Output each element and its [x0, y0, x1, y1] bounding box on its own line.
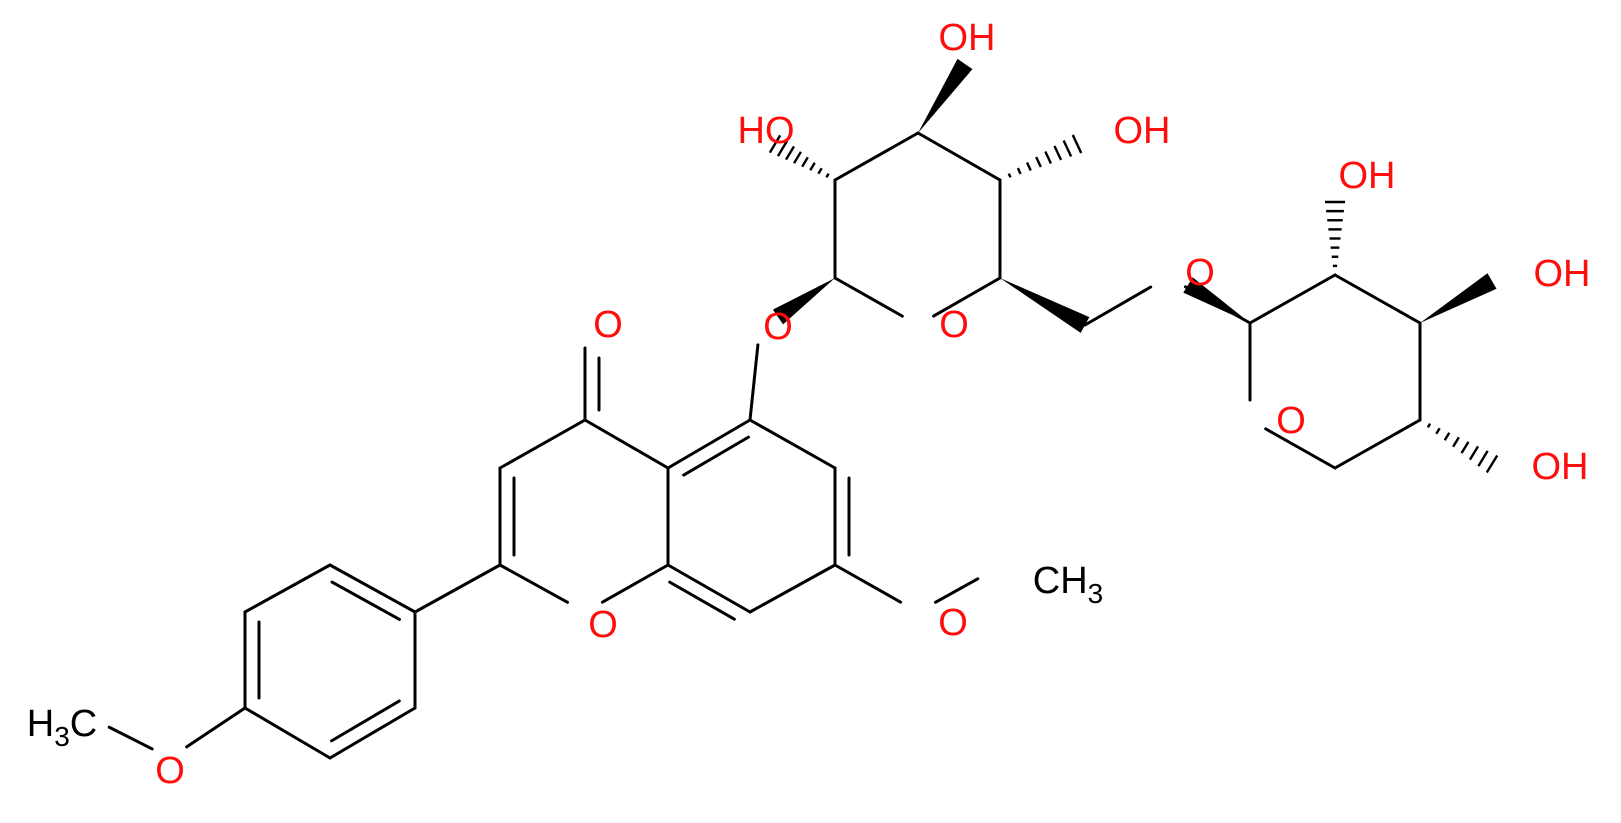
- wedge-a1-o6: [1183, 277, 1250, 323]
- bond-c5-o5: [748, 343, 760, 422]
- bond-c5-c6b: [748, 418, 837, 470]
- hash-g3-oh: [768, 134, 837, 182]
- hash-a4-oh: [1418, 418, 1499, 474]
- bond-c1p-c2p-inner: [330, 580, 401, 621]
- bond-o7-ch3: [933, 577, 980, 604]
- bond-layer: [107, 58, 1499, 760]
- atom-label-link-o: O: [1185, 252, 1215, 294]
- wedge-a3-oh: [1420, 273, 1497, 323]
- bond-g1-oring: [932, 276, 1002, 318]
- atom-label-methyl-right: CH3: [1033, 560, 1103, 609]
- wedge-g2-o5: [772, 278, 835, 325]
- bond-c5p-c6p: [328, 706, 417, 760]
- atom-label-arabinose-ring-o: O: [1276, 400, 1306, 442]
- bond-c6-o6: [1083, 285, 1153, 327]
- bond-o1-c8a: [600, 563, 670, 604]
- bond-a2-a3: [1333, 273, 1422, 325]
- atom-label-glycosidic-o: O: [763, 306, 793, 348]
- bond-a1-a2: [1248, 273, 1337, 325]
- bond-c4-c4a: [583, 418, 670, 470]
- bond-c2p-c3p: [243, 563, 332, 614]
- bond-g4-g5: [916, 131, 1002, 182]
- bond-c1p-c2p: [328, 563, 417, 614]
- bond-a5-oara: [1264, 427, 1337, 470]
- bond-o4p-ch3: [107, 725, 154, 751]
- bond-g4-g3: [833, 131, 920, 182]
- bond-c5p-c6p-inner: [330, 699, 401, 743]
- atom-label-methoxy-o7: O: [938, 602, 968, 644]
- bond-g2-oring: [833, 276, 904, 318]
- atom-label-ketone-o: O: [593, 304, 623, 346]
- wedge-g4-oh: [918, 58, 973, 133]
- atom-label-methyl-left: H3C: [27, 703, 97, 752]
- bond-c4p-c5p: [243, 706, 332, 760]
- bond-c4p-o4p: [185, 706, 247, 749]
- hash-a2-oh: [1325, 200, 1345, 277]
- bond-c2-c1p: [413, 563, 502, 614]
- atom-label-oh-arabinose-top: OH: [1339, 155, 1396, 197]
- bond-c4-c3: [498, 418, 587, 470]
- bond-c4a-c5: [666, 418, 752, 470]
- wedge-g1-c6: [1000, 278, 1090, 333]
- atom-label-oh-glucose-right: OH: [1114, 110, 1171, 152]
- atom-label-glucose-ring-o: O: [939, 304, 969, 346]
- atom-label-oh-top: OH: [939, 17, 996, 59]
- bond-c8-c8a: [666, 563, 752, 614]
- atom-label-methoxy-o4p: O: [155, 750, 185, 792]
- bond-c4a-c5-inner: [682, 435, 750, 477]
- atom-label-layer: OH HO OH O O O O OH OH O OH O CH3 O H3C …: [27, 17, 1591, 792]
- atom-label-oh-arabinose-mid: OH: [1534, 253, 1591, 295]
- bond-c7-o7: [833, 563, 903, 604]
- atom-label-chromone-o: O: [588, 604, 618, 646]
- bond-a4-a5: [1333, 418, 1422, 470]
- bond-c2-o1: [498, 563, 569, 604]
- atom-label-oh-glucose-left: HO: [738, 110, 795, 152]
- atom-label-oh-arabinose-bottom: OH: [1532, 446, 1589, 488]
- bond-c7-c8: [748, 563, 837, 614]
- hash-g5-oh: [998, 134, 1083, 182]
- bond-c8-c8a-inner: [668, 580, 736, 621]
